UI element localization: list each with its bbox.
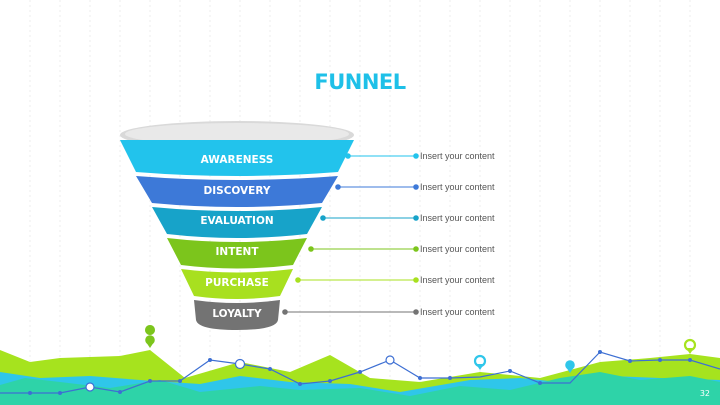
funnel-stage-evaluation: EVALUATION [152,207,322,238]
decor-line-points [28,350,692,395]
content-purchase: Insert your content [420,275,495,285]
funnel-stage-evaluation-label: EVALUATION [200,215,273,227]
connector-awareness [345,153,419,159]
decor-map-pin-green-icon [145,325,156,348]
connector-discovery [335,184,419,190]
funnel-stage-intent: INTENT [167,238,307,269]
funnel-stage-evaluation-band [152,207,322,238]
funnel-stage-discovery-label: DISCOVERY [204,185,271,197]
decor-map-pin-teal-icon [565,360,575,373]
decor-teal-layer [0,372,720,405]
funnel-stage-intent-band [167,238,307,269]
funnel-stage-awareness: AWARENESS [120,140,354,176]
funnel-stage-purchase: PURCHASE [181,269,293,299]
funnel-stage-purchase-band [181,269,293,299]
decor-map-pin-cyan-icon [473,354,487,370]
decor-ring-markers [85,355,395,392]
funnel-stage-loyalty-label: LOYALTY [212,308,262,320]
funnel-stage-intent-label: INTENT [216,246,260,258]
funnel-rim-inner [125,123,349,145]
content-loyalty: Insert your content [420,307,495,317]
connector-evaluation [320,215,419,221]
content-evaluation: Insert your content [420,213,495,223]
slide-title: FUNNEL [314,70,406,94]
funnel-stage-purchase-label: PURCHASE [205,277,269,289]
funnel-stage-loyalty-band [194,300,280,330]
funnel-stage-awareness-band [120,140,354,176]
funnel-stage-discovery-band [136,176,338,207]
funnel-stage-discovery: DISCOVERY [136,176,338,207]
page-number: 32 [699,389,710,398]
decor-map-pin-lime-icon [683,338,697,354]
connector-intent [308,246,419,252]
funnel-stage-loyalty: LOYALTY [194,300,280,330]
funnel-stage-awareness-label: AWARENESS [201,154,274,166]
content-discovery: Insert your content [420,182,495,192]
connector-loyalty [282,309,419,315]
connector-purchase [295,277,419,283]
content-intent: Insert your content [420,244,495,254]
content-awareness: Insert your content [420,151,495,161]
